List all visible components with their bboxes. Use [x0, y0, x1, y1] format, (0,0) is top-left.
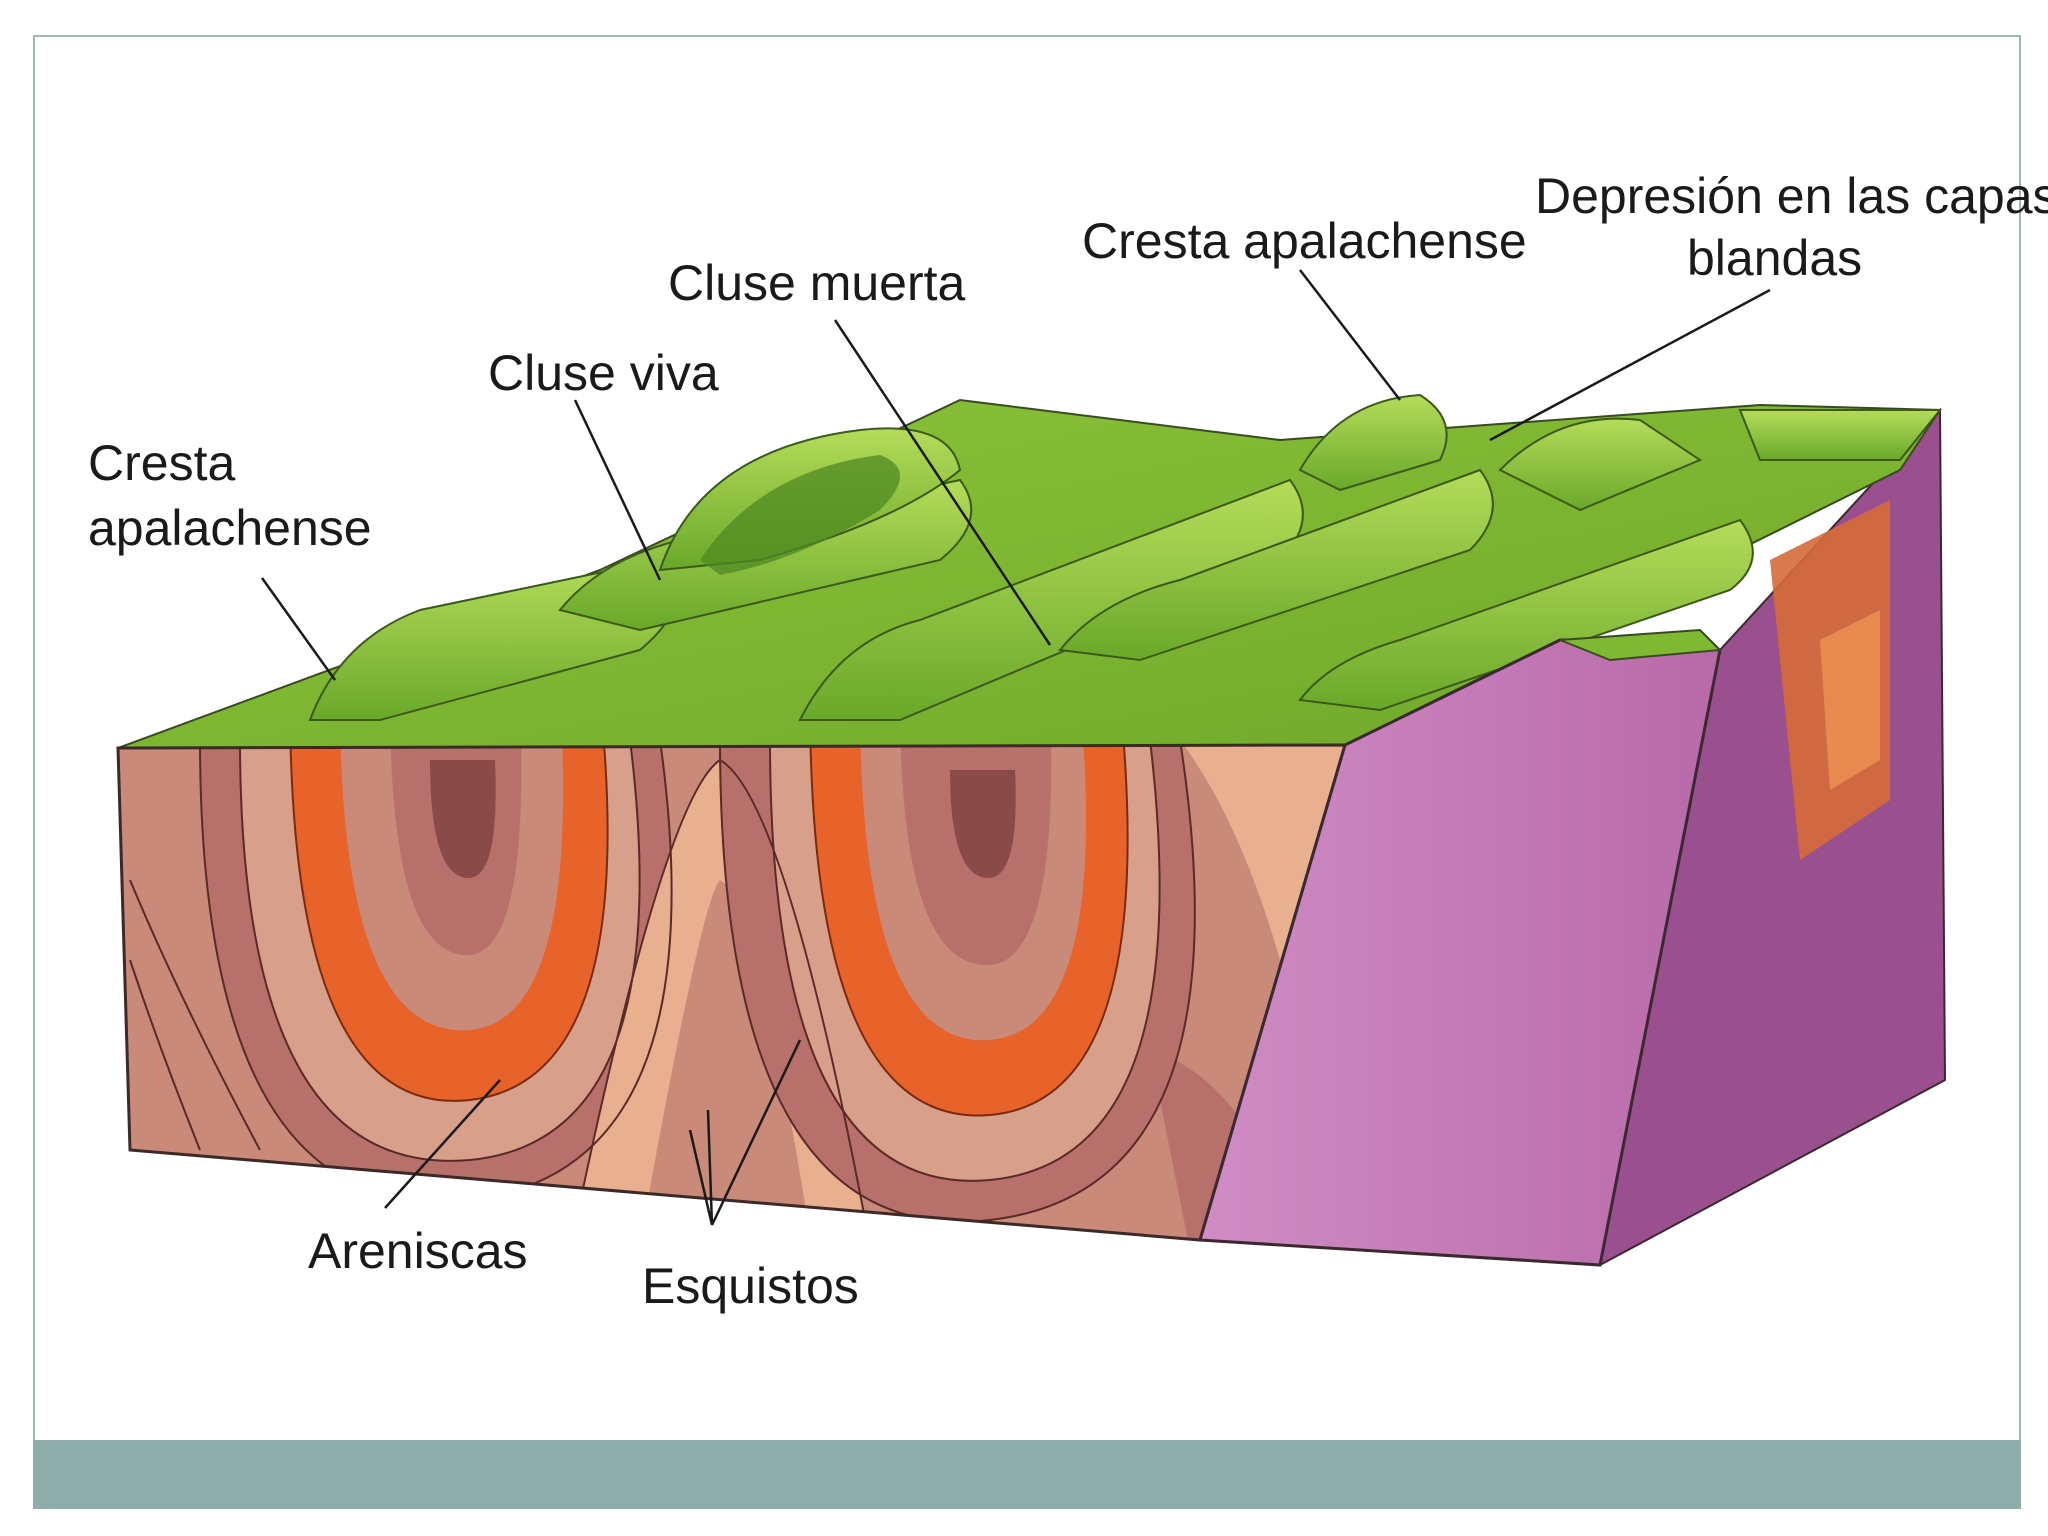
footer-band — [33, 1440, 2021, 1509]
label-areniscas: Areniscas — [308, 1223, 528, 1279]
pointer-lines — [260, 269, 1771, 1226]
label-esquistos: Esquistos — [642, 1258, 859, 1314]
front-face-strata — [118, 745, 1345, 1240]
label-cresta-left-1: Cresta — [88, 435, 235, 491]
label-depresion-1: Depresión en las capas — [1535, 168, 2048, 224]
label-cresta-left-2: apalachense — [88, 500, 372, 556]
label-cluse-viva: Cluse viva — [488, 345, 719, 401]
label-depresion-2: blandas — [1687, 230, 1862, 286]
label-cresta-right: Cresta apalachense — [1082, 213, 1527, 269]
label-cluse-muerta: Cluse muerta — [668, 255, 966, 311]
right-side-strata-2 — [1820, 610, 1880, 790]
purple-block-top — [1559, 628, 1723, 662]
cluse-muerta-valley — [700, 455, 900, 575]
